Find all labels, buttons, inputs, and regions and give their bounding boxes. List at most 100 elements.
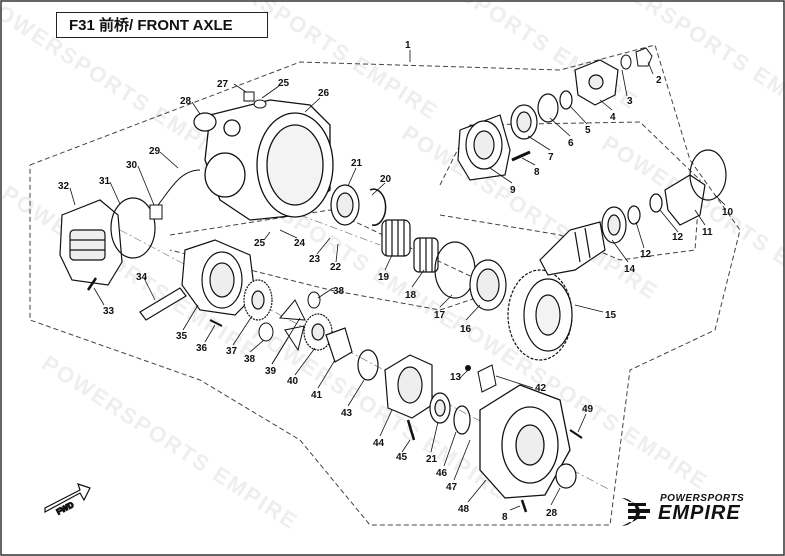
- callout-25: 25: [278, 78, 290, 89]
- callout-28: 28: [546, 508, 558, 519]
- callout-29: 29: [149, 146, 161, 157]
- callout-8: 8: [502, 512, 508, 523]
- callout-42: 42: [535, 383, 547, 394]
- part-pinion-gear: [539, 221, 606, 276]
- callout-44: 44: [373, 438, 385, 449]
- callout-28: 28: [180, 96, 192, 107]
- callout-36: 36: [196, 343, 208, 354]
- callout-19: 19: [378, 272, 390, 283]
- part-oil-seal: [537, 93, 559, 123]
- part-spline-hub: [413, 237, 439, 273]
- part-pinion-gear: [278, 299, 306, 321]
- callout-35: 35: [176, 331, 188, 342]
- part-coupling-sleeve: [381, 219, 411, 257]
- part-shim: [649, 193, 663, 213]
- callout-47: 47: [446, 482, 458, 493]
- part-bolt: [511, 150, 531, 162]
- callout-10: 10: [722, 207, 734, 218]
- part-o-ring: [559, 90, 573, 110]
- callout-41: 41: [311, 390, 323, 401]
- callout-labels: 1 2 3 4 5 6 7 8 9 10 11 12 12 13 14 15 1…: [58, 40, 734, 523]
- callout-25: 25: [254, 238, 266, 249]
- callout-1: 1: [405, 40, 411, 51]
- callout-6: 6: [568, 138, 574, 149]
- part-o-ring: [689, 149, 727, 201]
- center-axis: [299, 214, 381, 246]
- callout-27: 27: [217, 79, 229, 90]
- brand-logo-icon: [622, 498, 650, 526]
- part-actuator-cover: [59, 199, 123, 286]
- part-side-gear: [243, 279, 273, 321]
- part-drain-plug: [243, 91, 255, 102]
- callout-49: 49: [582, 404, 594, 415]
- callout-24: 24: [294, 238, 306, 249]
- part-o-ring: [434, 241, 476, 299]
- part-bearing: [601, 206, 627, 244]
- part-bearing: [510, 104, 538, 140]
- part-pinion-gear: [284, 325, 305, 352]
- part-diff-case-half: [384, 354, 433, 419]
- part-front-housing: [204, 99, 334, 221]
- part-bracket: [477, 364, 497, 393]
- part-bearing: [429, 392, 451, 424]
- callout-39: 39: [265, 366, 277, 377]
- callout-43: 43: [341, 408, 353, 419]
- callout-33: 33: [103, 306, 115, 317]
- callout-9: 9: [510, 185, 516, 196]
- part-bearing: [469, 259, 507, 311]
- callout-5: 5: [585, 125, 591, 136]
- part-flange-yoke: [574, 59, 619, 106]
- part-nut: [635, 47, 653, 67]
- callout-12: 12: [672, 232, 684, 243]
- callout-46: 46: [436, 468, 448, 479]
- callout-30: 30: [126, 160, 138, 171]
- logo-tagline: POWERSPORTS: [660, 493, 745, 504]
- part-shim: [627, 205, 641, 225]
- callout-2: 2: [656, 75, 662, 86]
- part-cover-plate: [664, 174, 706, 226]
- part-o-ring: [110, 197, 156, 259]
- part-side-gear: [303, 313, 333, 351]
- assembly-outline: [29, 44, 741, 526]
- callout-3: 3: [627, 96, 633, 107]
- part-bolt: [406, 419, 416, 441]
- part-washer: [620, 54, 632, 70]
- callout-18: 18: [405, 290, 417, 301]
- callout-45: 45: [396, 452, 408, 463]
- part-thrust-washer: [307, 291, 321, 309]
- callout-38: 38: [333, 286, 345, 297]
- part-o-ring: [453, 405, 471, 435]
- part-retainer-plate: [325, 327, 353, 363]
- part-rear-housing: [479, 384, 571, 499]
- callout-40: 40: [287, 376, 299, 387]
- part-input-housing: [457, 114, 511, 181]
- callout-32: 32: [58, 181, 70, 192]
- part-connector: [149, 204, 163, 220]
- part-pin: [209, 319, 223, 327]
- callout-16: 16: [460, 324, 472, 335]
- callout-37: 37: [226, 346, 238, 357]
- part-bolt: [86, 277, 98, 291]
- callout-48: 48: [458, 504, 470, 515]
- fwd-arrow-icon: FWD: [44, 483, 91, 517]
- callout-12: 12: [640, 249, 652, 260]
- callout-14: 14: [624, 264, 636, 275]
- logo-wordmark: EMPIRE: [658, 502, 741, 524]
- part-shaft: [139, 287, 187, 321]
- leader-lines: [69, 50, 726, 511]
- part-bearing: [330, 184, 360, 226]
- part-wire: [157, 169, 201, 206]
- part-oil-seal: [555, 463, 577, 489]
- callout-17: 17: [434, 310, 446, 321]
- callout-4: 4: [610, 112, 616, 123]
- part-plug: [465, 365, 471, 371]
- part-snap-ring: [369, 188, 387, 226]
- part-washer: [253, 99, 267, 109]
- callout-20: 20: [380, 174, 392, 185]
- part-differential-case: [181, 239, 256, 316]
- callout-8: 8: [534, 167, 540, 178]
- part-ring-gear: [507, 269, 573, 361]
- brand-logo: POWERSPORTS EMPIRE: [618, 490, 768, 530]
